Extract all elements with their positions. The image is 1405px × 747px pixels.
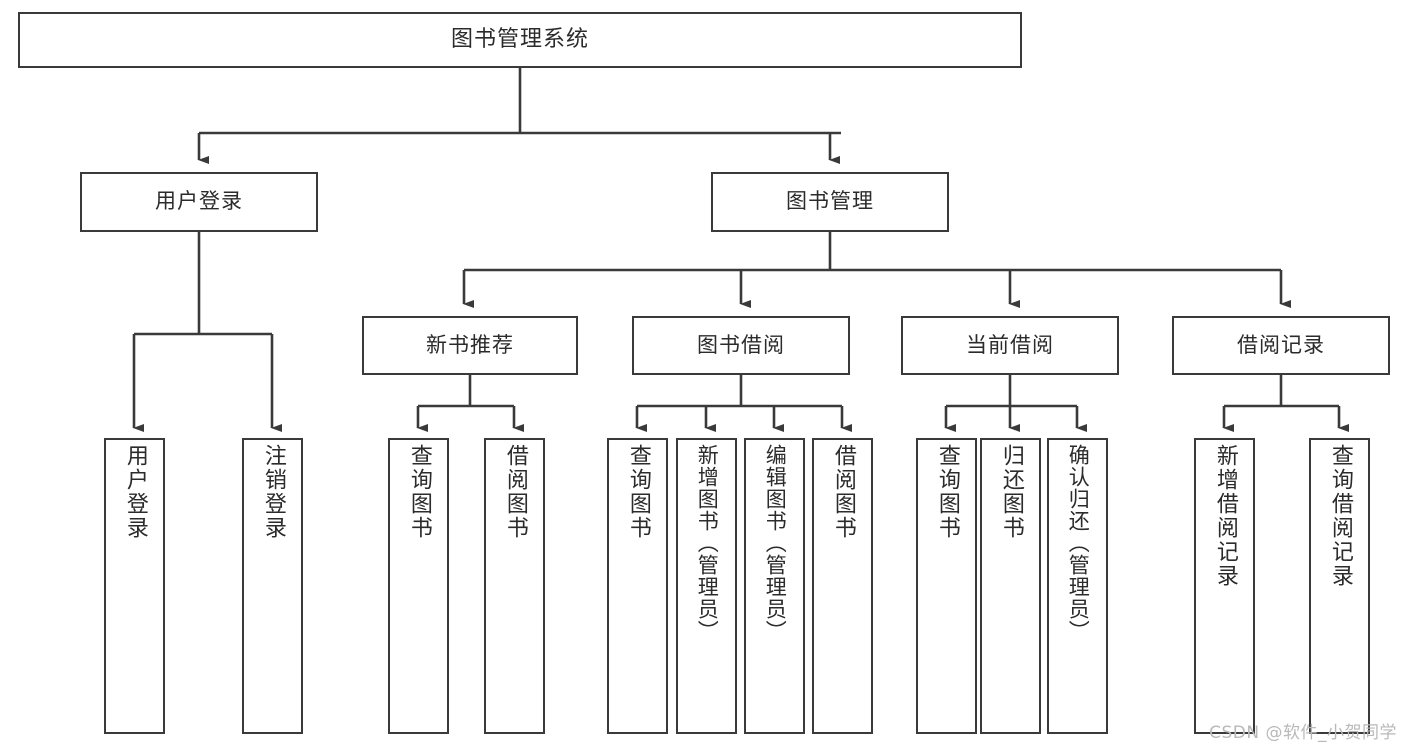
leaf-logout[interactable]: 注销登录 [242,438,303,734]
node-current-borrow[interactable]: 当前借阅 [901,316,1119,375]
node-label: 新增图书（管理员） [695,444,720,642]
node-label: 查询图书 [406,444,432,540]
leaf-query-borrow-record[interactable]: 查询借阅记录 [1309,438,1370,734]
node-label: 查询图书 [625,444,651,540]
leaf-borrow-book[interactable]: 借阅图书 [812,438,873,734]
watermark-text: CSDN @软件_小贺同学 [1209,723,1397,743]
node-label: 图书借阅 [697,332,785,357]
node-label: 归还图书 [998,444,1024,540]
node-label: 新书推荐 [426,332,514,357]
node-book-borrow[interactable]: 图书借阅 [632,316,850,375]
node-label: 编辑图书（管理员） [763,444,788,642]
node-label: 用户登录 [122,444,148,540]
node-label: 用户登录 [155,189,243,214]
node-label: 确认归还（管理员） [1066,444,1091,642]
leaf-query-book-borrow[interactable]: 查询图书 [607,438,668,734]
leaf-return-book[interactable]: 归还图书 [980,438,1041,734]
leaf-add-book-admin[interactable]: 新增图书（管理员） [676,438,737,734]
node-label: 借阅图书 [502,444,528,540]
node-label: 借阅记录 [1237,332,1325,357]
node-label: 图书管理系统 [450,26,589,52]
node-borrow-record[interactable]: 借阅记录 [1172,316,1390,375]
node-root-system[interactable]: 图书管理系统 [18,12,1022,68]
node-label: 当前借阅 [966,332,1054,357]
leaf-confirm-return-admin[interactable]: 确认归还（管理员） [1047,438,1108,734]
node-user-login[interactable]: 用户登录 [80,172,318,232]
node-label: 注销登录 [260,444,286,540]
node-label: 新增借阅记录 [1212,444,1238,588]
leaf-query-book-recommend[interactable]: 查询图书 [388,438,449,734]
leaf-query-book-current[interactable]: 查询图书 [916,438,977,734]
node-label: 查询借阅记录 [1327,444,1353,588]
node-label: 借阅图书 [830,444,856,540]
node-label: 图书管理 [786,189,874,214]
node-new-book-recommend[interactable]: 新书推荐 [362,316,578,375]
leaf-user-login[interactable]: 用户登录 [104,438,165,734]
leaf-borrow-book-recommend[interactable]: 借阅图书 [484,438,545,734]
node-book-management[interactable]: 图书管理 [711,172,949,232]
leaf-add-borrow-record[interactable]: 新增借阅记录 [1194,438,1255,734]
leaf-edit-book-admin[interactable]: 编辑图书（管理员） [744,438,805,734]
node-label: 查询图书 [934,444,960,540]
